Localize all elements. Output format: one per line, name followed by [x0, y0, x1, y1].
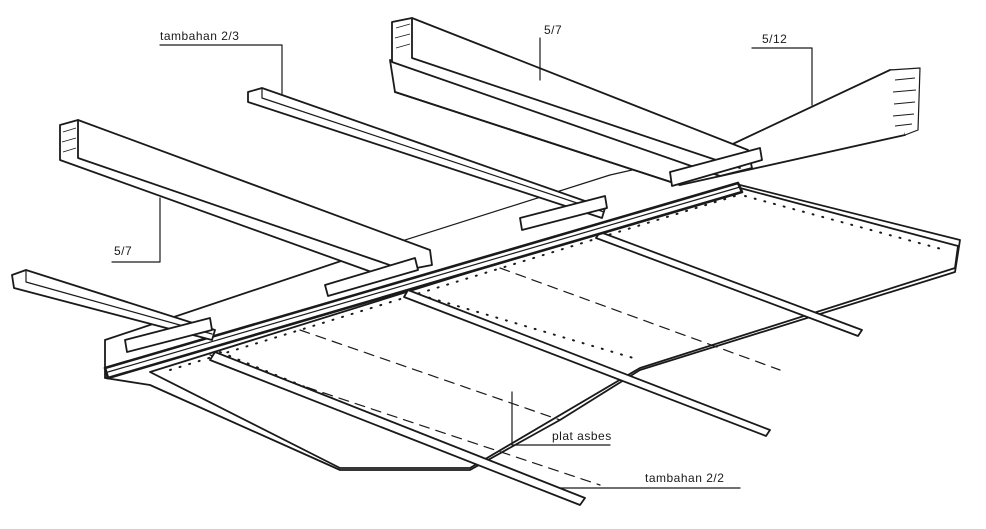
label-tambahan-bottom: tambahan 2/2: [645, 471, 724, 485]
label-balok-5-12: 5/12: [762, 32, 787, 46]
label-tambahan-top: tambahan 2/3: [160, 29, 239, 43]
beam-5-7-left: [59, 119, 433, 297]
label-plat-asbes: plat asbes: [552, 429, 612, 443]
batten-lower-left: [11, 269, 216, 353]
beam-5-7-top: [391, 17, 763, 187]
lower-battens: [209, 231, 863, 506]
batten-tambahan-2-3: [247, 87, 608, 231]
cross-rail: [103, 181, 744, 380]
leader-lines: [111, 37, 813, 489]
label-balok-5-7-left: 5/7: [114, 244, 132, 258]
label-balok-5-7-top: 5/7: [544, 23, 562, 37]
beam-5-12: [389, 59, 921, 186]
